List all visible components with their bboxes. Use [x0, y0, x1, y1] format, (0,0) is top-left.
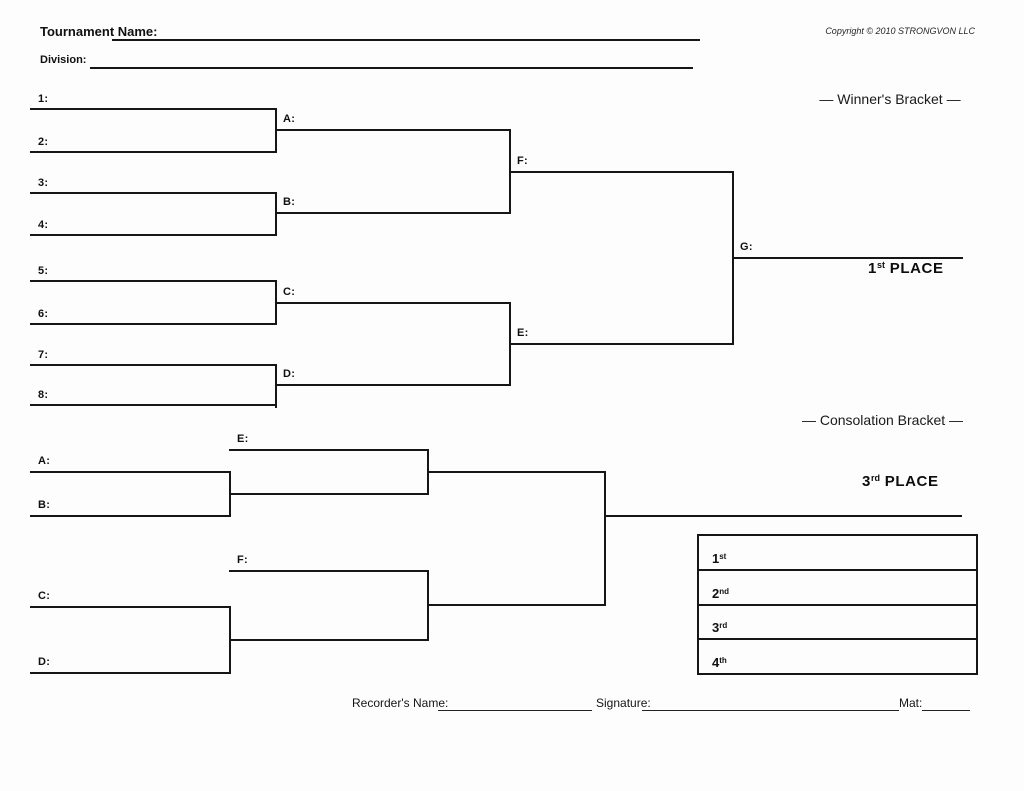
- cb-entry-d-line: [30, 672, 231, 674]
- first-place-num: 1: [868, 260, 877, 277]
- wb-pair-3-4-connector: [275, 192, 277, 236]
- place-row-3rd-label: 3rd: [712, 620, 728, 636]
- cb-f-winner-line: [427, 604, 606, 606]
- cb-match-e-label: E:: [237, 433, 249, 445]
- cb-match-f-line: [229, 570, 429, 572]
- wb-match-f-label: F:: [517, 155, 528, 167]
- cb-e-connector: [427, 449, 429, 495]
- place-row-4th-label: 4th: [712, 655, 727, 670]
- places-table: 1st 2nd 3rd 4th: [697, 534, 978, 675]
- cb-entry-c-label: C:: [38, 590, 51, 602]
- third-place-callout: 3rd PLACE: [862, 473, 939, 490]
- cb-match-f-label: F:: [237, 554, 248, 566]
- wb-final-g-line: [732, 257, 963, 259]
- wb-seed-4-label: 4:: [38, 219, 49, 231]
- cb-f-connector: [427, 570, 429, 641]
- recorder-name-label: Recorder's Name:: [352, 696, 449, 710]
- mat-label: Mat:: [899, 696, 923, 710]
- wb-match-d-line: [275, 384, 511, 386]
- wb-seed-8-label: 8:: [38, 389, 49, 401]
- wb-match-f-line: [509, 171, 734, 173]
- wb-pair-1-2-connector: [275, 108, 277, 153]
- place-row-4th: 4th: [699, 638, 976, 673]
- winners-bracket-title: — Winner's Bracket —: [819, 91, 961, 107]
- wb-match-d-label: D:: [283, 368, 296, 380]
- third-place-suffix: rd: [870, 473, 880, 483]
- wb-seed-1-label: 1:: [38, 93, 49, 105]
- cb-third-place-line: [604, 515, 962, 517]
- place-row-2nd-label: 2nd: [712, 585, 730, 601]
- division-blank-line: [90, 67, 693, 69]
- wb-seed-7-line: [30, 364, 277, 366]
- wb-match-c-label: C:: [283, 286, 296, 298]
- recorder-name-blank-line: [438, 710, 592, 711]
- signature-blank-line: [642, 710, 899, 711]
- first-place-callout: 1st PLACE: [868, 260, 944, 277]
- place-row-3rd: 3rd: [699, 603, 976, 639]
- cb-e-winner-line: [427, 471, 606, 473]
- cb-entry-b-line: [30, 515, 231, 517]
- place-row-1st: 1st: [699, 536, 976, 569]
- wb-match-e-line: [509, 343, 734, 345]
- cb-match-e-line: [229, 449, 429, 451]
- mat-blank-line: [922, 710, 970, 711]
- wb-seed-2-label: 2:: [38, 136, 49, 148]
- wb-match-b-line: [275, 212, 511, 214]
- place-row-2nd: 2nd: [699, 568, 976, 604]
- wb-seed-5-label: 5:: [38, 265, 49, 277]
- wb-semi-cd-connector: [509, 302, 511, 386]
- cb-cd-winner-line: [229, 639, 429, 641]
- cb-entry-a-line: [30, 471, 231, 473]
- cb-entry-a-label: A:: [38, 455, 51, 467]
- wb-seed-7-label: 7:: [38, 349, 49, 361]
- copyright-text: Copyright © 2010 STRONGVON LLC: [825, 26, 975, 36]
- wb-seed-3-line: [30, 192, 277, 194]
- cb-entry-d-label: D:: [38, 656, 51, 668]
- division-label: Division:: [40, 54, 87, 66]
- cb-entry-b-label: B:: [38, 499, 51, 511]
- place-row-1st-label: 1st: [712, 550, 727, 566]
- wb-seed-6-label: 6:: [38, 308, 49, 320]
- signature-label: Signature:: [596, 696, 651, 710]
- third-place-num: 3: [862, 473, 871, 490]
- tournament-name-label: Tournament Name:: [40, 24, 158, 39]
- wb-match-a-line: [275, 129, 511, 131]
- consolation-bracket-title: — Consolation Bracket —: [801, 412, 964, 428]
- wb-match-a-label: A:: [283, 113, 296, 125]
- wb-match-c-line: [275, 302, 511, 304]
- first-place-word: PLACE: [889, 260, 944, 277]
- wb-seed-4-line: [30, 234, 277, 236]
- tournament-name-blank-line: [112, 39, 700, 41]
- wb-seed-5-line: [30, 280, 277, 282]
- wb-pair-7-8-connector: [275, 364, 277, 408]
- wb-seed-6-line: [30, 323, 277, 325]
- cb-cd-connector: [229, 606, 231, 674]
- wb-match-b-label: B:: [283, 196, 296, 208]
- wb-match-e-label: E:: [517, 327, 529, 339]
- first-place-suffix: st: [876, 260, 885, 270]
- wb-seed-2-line: [30, 151, 277, 153]
- third-place-word: PLACE: [884, 473, 939, 490]
- wb-pair-5-6-connector: [275, 280, 277, 325]
- wb-semi-ab-connector: [509, 129, 511, 214]
- cb-final-connector: [604, 471, 606, 606]
- wb-seed-8-line: [30, 404, 277, 406]
- cb-ab-connector: [229, 471, 231, 517]
- cb-ab-winner-line: [229, 493, 429, 495]
- cb-entry-c-line: [30, 606, 231, 608]
- wb-seed-3-label: 3:: [38, 177, 49, 189]
- wb-final-connector: [732, 171, 734, 345]
- wb-final-g-label: G:: [740, 241, 753, 253]
- wb-seed-1-line: [30, 108, 277, 110]
